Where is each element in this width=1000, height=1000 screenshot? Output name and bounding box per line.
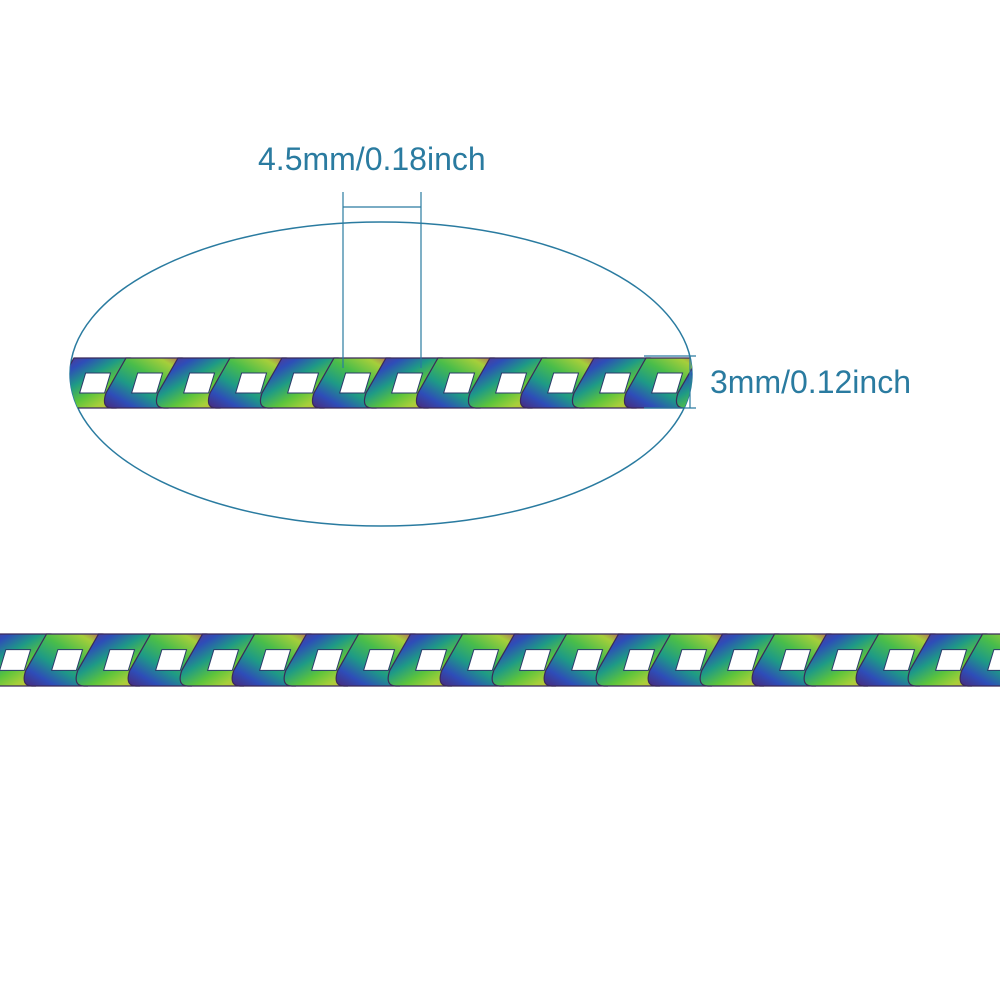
height-dimension	[644, 355, 696, 409]
width-dimension	[342, 192, 422, 368]
zoomed-chain	[70, 357, 692, 409]
chain-link	[959, 633, 1000, 687]
link-width-label: 4.5mm/0.18inch	[258, 141, 486, 177]
link-height-label: 3mm/0.12inch	[710, 364, 911, 400]
chain-link	[675, 357, 692, 409]
full-chain	[0, 633, 1000, 687]
